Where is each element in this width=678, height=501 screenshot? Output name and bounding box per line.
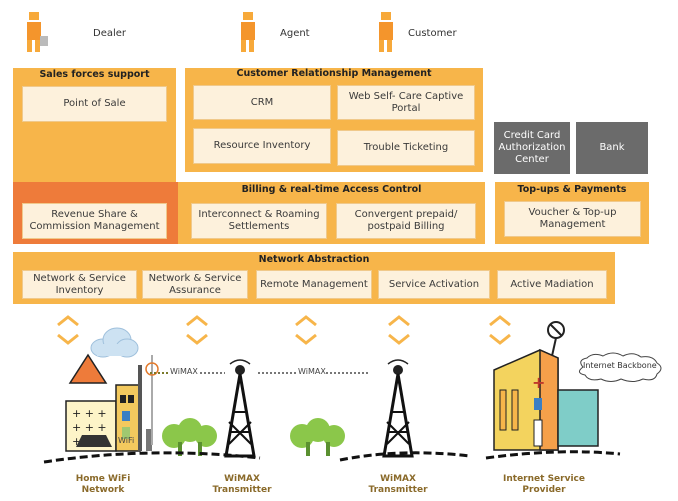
double-arrow-icon <box>57 315 79 345</box>
panel-title: Customer Relationship Management <box>236 68 432 79</box>
ground-line <box>43 450 621 464</box>
internet-backbone: Internet Backbone <box>575 352 665 382</box>
panel-title: Network Abstraction <box>258 254 370 265</box>
wimax-label-1: WiMAX <box>170 367 198 376</box>
cloud-outline-icon <box>579 352 662 382</box>
double-arrow-icon <box>489 315 511 345</box>
dotted-link-icon <box>150 372 168 374</box>
svg-text:+ + +: + + + <box>72 407 107 420</box>
cloud-icon <box>90 327 139 358</box>
network-abstraction-panel: Network Abstraction Network & Service In… <box>13 252 615 304</box>
double-arrow-icon <box>186 315 208 345</box>
panel-title: Sales forces support <box>39 69 150 80</box>
resource-inventory-box: Resource Inventory <box>193 128 331 164</box>
remote-management-box: Remote Management <box>256 270 372 299</box>
svg-text:+: + <box>532 373 545 392</box>
service-activation-box: Service Activation <box>378 270 490 299</box>
active-mediation-box: Active Madiation <box>497 270 607 299</box>
wimax-label-2: WiMAX <box>298 367 326 376</box>
convergent-billing-box: Convergent prepaid/ postpaid Billing <box>336 203 476 239</box>
double-arrow-icon <box>388 315 410 345</box>
role-customer: Customer <box>376 12 476 52</box>
double-arrow-icon <box>295 315 317 345</box>
svg-text:+ + +: + + + <box>72 421 107 434</box>
person-icon <box>27 12 48 52</box>
transmitter-tower-icon <box>382 359 414 458</box>
dotted-link-icon <box>326 372 370 374</box>
trouble-ticketing-box: Trouble Ticketing <box>337 130 475 166</box>
dotted-link-icon <box>258 372 296 374</box>
caption-isp: Internet Service Provider <box>503 474 585 495</box>
sales-forces-panel: Sales forces support Point of Sale <box>13 68 176 182</box>
crm-box: CRM <box>193 85 331 120</box>
internet-backbone-label: Internet Backbone <box>583 361 657 370</box>
home-building-icon: + + + + + + + + <box>65 353 159 452</box>
point-of-sale: Point of Sale <box>22 86 167 122</box>
panel-title: Top-ups & Payments <box>517 184 627 195</box>
person-icon <box>241 12 255 52</box>
bank-box: Bank <box>576 122 648 174</box>
credit-card-center: Credit Card Authorization Center <box>494 122 570 174</box>
role-agent: Agent <box>238 12 328 52</box>
isp-building-icon: + <box>493 321 599 451</box>
role-label: Agent <box>280 28 310 39</box>
panel-title: Billing & real-time Access Control <box>241 184 422 195</box>
role-label: Customer <box>408 28 457 39</box>
tree-icon <box>290 418 345 456</box>
billing-panel: Billing & real-time Access Control Reven… <box>13 182 485 244</box>
role-dealer: Dealer <box>24 12 144 52</box>
network-service-inventory-box: Network & Service Inventory <box>22 270 137 299</box>
person-icon <box>379 12 393 52</box>
role-label: Dealer <box>93 28 127 39</box>
tree-icon <box>162 418 217 456</box>
interconnect-box: Interconnect & Roaming Settlements <box>191 203 327 239</box>
wifi-label: WiFi <box>118 436 135 445</box>
revenue-share-box: Revenue Share & Commission Management <box>22 203 167 239</box>
topups-panel: Top-ups & Payments Voucher & Top-up Mana… <box>495 182 649 244</box>
caption-home-wifi: Home WiFi Network <box>75 474 131 495</box>
network-service-assurance-box: Network & Service Assurance <box>142 270 248 299</box>
caption-transmitter-2: WiMAX Transmitter <box>368 474 428 495</box>
caption-transmitter-1: WiMAX Transmitter <box>212 474 272 495</box>
web-self-care-box: Web Self- Care Captive Portal <box>337 85 475 120</box>
dotted-link-icon <box>200 372 225 374</box>
crm-panel: Customer Relationship Management CRM Web… <box>185 68 483 172</box>
voucher-topup-box: Voucher & Top-up Management <box>504 201 641 237</box>
